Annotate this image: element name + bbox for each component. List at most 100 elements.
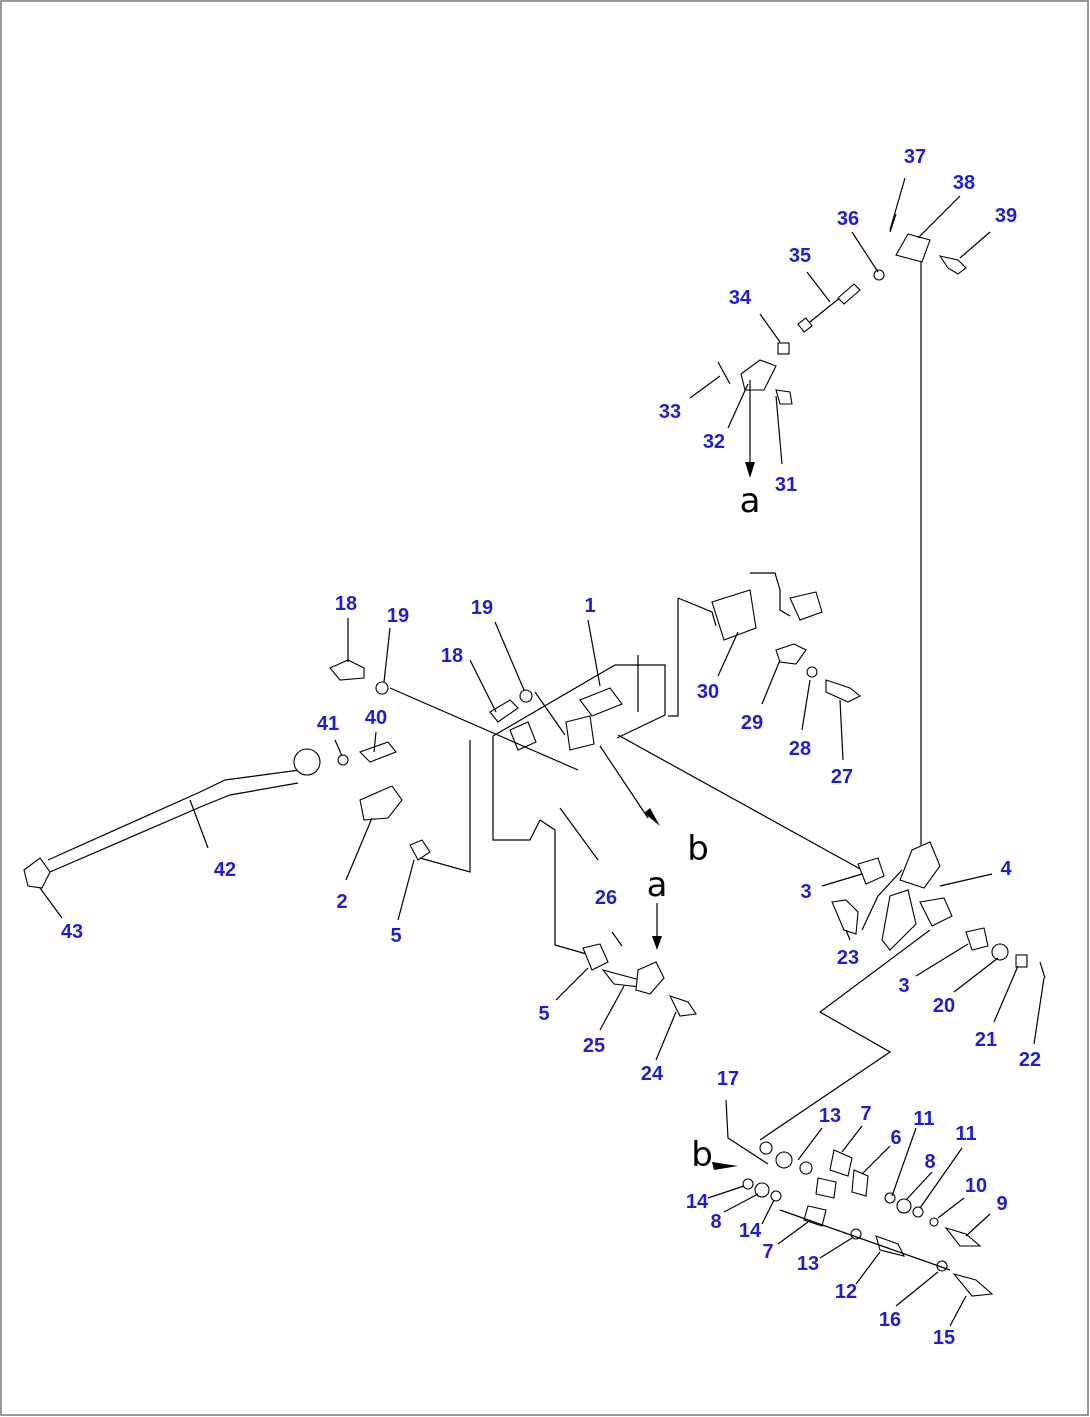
part-label-6: 6 [890,1127,901,1149]
part-label-4: 4 [1000,858,1012,880]
part-label-12: 12 [835,1281,857,1303]
cable-b [617,734,863,871]
part-6-lever [851,1169,869,1197]
leader-10 [937,1197,965,1219]
part-label-40: 40 [365,707,387,729]
part-label-9: 9 [996,1193,1007,1215]
part-label-19: 19 [387,605,409,627]
part-label-39: 39 [995,205,1017,227]
upper-linkage [717,213,967,845]
leader-5-center [539,819,591,956]
part-label-14: 14 [739,1220,762,1242]
part-4-hub [919,897,953,927]
part-2-cover [359,785,403,821]
leader-23 [845,929,851,941]
left-lever [23,740,471,889]
leader-42 [189,799,209,849]
reference-letter-a: a [740,481,761,521]
leader-4 [939,873,993,887]
arrow-a-up-head [652,936,662,950]
part-5-bushing-center [582,943,609,971]
leader-19-left [383,627,391,683]
part-label-7: 7 [762,1241,773,1263]
part-36-nut [873,269,885,281]
part-13-spacer-top [775,1151,793,1169]
right-lever-assembly [617,734,1046,1141]
leader-41 [334,739,343,757]
part-34-nut [797,317,813,333]
part-35-end [837,283,861,305]
leader-5-left [419,740,471,873]
arrow-b-head [644,808,660,826]
leader-34 [759,313,781,343]
leader-12 [855,1251,881,1285]
part-23-switch [831,899,859,935]
leader-11-right [919,1147,963,1209]
lever-hub [293,748,321,776]
part-17-bushing [759,1141,773,1155]
leader-33 [689,375,721,399]
part-7-plate-top [829,1149,853,1177]
part-9-bolt [944,1226,982,1247]
part-18-bolt-right [489,699,519,723]
lever-link [861,869,903,931]
leader-6 [861,1145,891,1175]
part-14-washer-center [770,1190,782,1202]
part-label-37: 37 [904,146,926,168]
linkage-rod [559,807,599,861]
arrow-b-bottom-head [712,1162,738,1170]
part-label-13: 13 [819,1105,841,1127]
leader-16 [895,1271,939,1307]
part-label-24: 24 [641,1063,664,1085]
leader-27 [839,699,844,761]
part-7-plate-center [815,1177,837,1199]
part-label-23: 23 [837,947,859,969]
leader-3-lower [915,943,969,977]
part-11-washer-right [912,1206,924,1218]
part-label-30: 30 [697,681,719,703]
bracket-switch-mount [677,597,717,627]
leader-15 [949,1295,967,1327]
part-42-lever-top [47,769,301,861]
part-27-bolt [825,679,862,703]
part-21-nut [1015,954,1028,968]
part-label-18: 18 [335,593,357,615]
part-label-26: 26 [595,887,617,909]
part-label-10: 10 [965,1175,987,1197]
part-30-switch [711,589,757,641]
connecting-rod [389,687,579,771]
part-32-clevis [740,359,777,391]
part-label-43: 43 [61,921,83,943]
part-label-31: 31 [775,474,797,496]
bracket-plate-top [492,664,666,739]
leader-20 [953,957,999,993]
switch-wire [750,572,791,617]
part-label-19: 19 [471,597,493,619]
part-label-41: 41 [317,713,339,735]
part-label-16: 16 [879,1309,901,1331]
part-43-knob [23,857,51,889]
leader-21 [993,965,1019,1023]
part-label-5: 5 [390,925,401,947]
leader-35 [806,271,831,303]
part-label-33: 33 [659,401,681,423]
leader-8-left [723,1193,759,1213]
part-25-lever [635,961,665,995]
part-38-clevis [895,233,931,263]
leader-19 [534,691,566,736]
bracket-pivot [579,687,623,717]
part-39-bolt [938,255,967,275]
part-41-washer [337,754,349,766]
part-label-7: 7 [860,1103,871,1125]
leader-9 [965,1213,991,1237]
leader-lines [39,177,1045,1327]
part-label-20: 20 [933,995,955,1017]
arrow-a-down-head [745,462,755,478]
leader-29 [761,659,781,705]
part-24-bolt [668,995,697,1017]
part-label-35: 35 [789,245,811,267]
